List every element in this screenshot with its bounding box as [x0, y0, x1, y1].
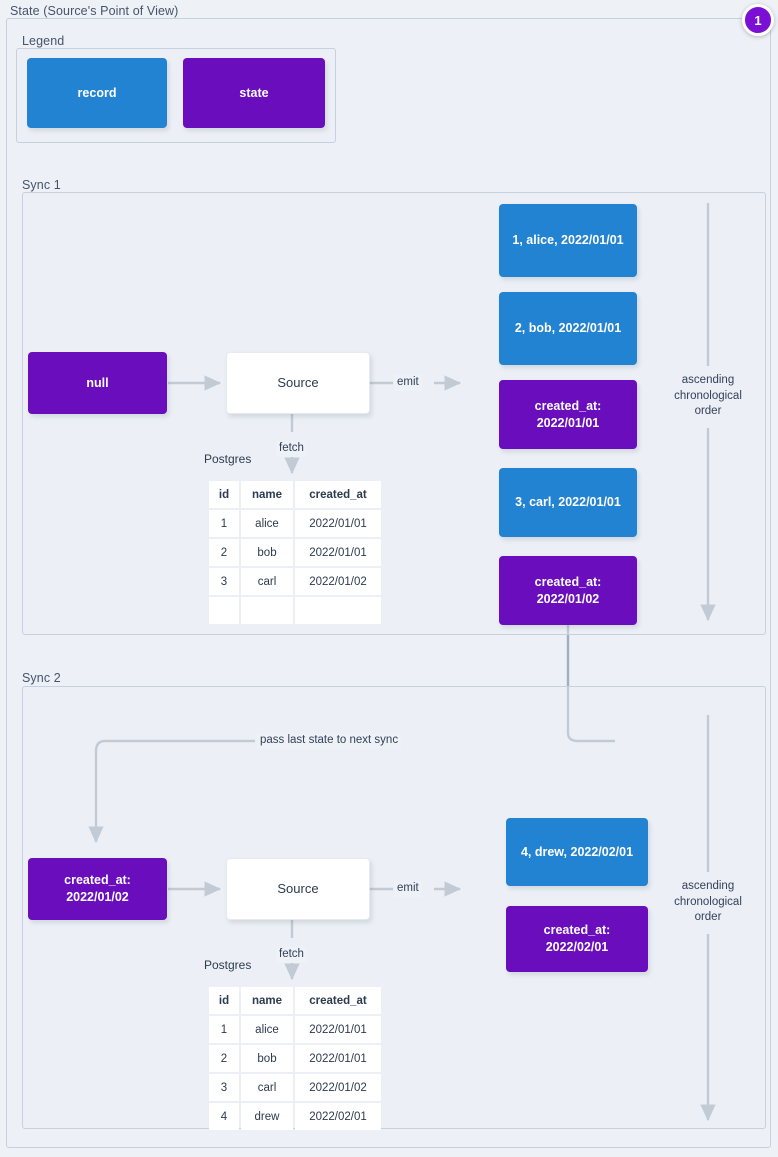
- cell-created-at: 2022/01/01: [295, 1016, 381, 1043]
- cell-created-at: 2022/01/01: [295, 510, 381, 537]
- cell-id: 3: [209, 1074, 239, 1101]
- cell-name: carl: [241, 1074, 293, 1101]
- sync1-db-caption: Postgres: [204, 452, 252, 466]
- sync1-emitted-state-1: created_at: 2022/01/01: [499, 380, 637, 449]
- cell-created-at: 2022/01/02: [295, 1074, 381, 1101]
- sync2-input-state: created_at: 2022/01/02: [28, 858, 167, 920]
- legend-item-state: state: [183, 58, 325, 128]
- cell-name: bob: [241, 539, 293, 566]
- table-row: 2 bob 2022/01/01: [209, 539, 381, 566]
- sync2-emitted-record-1: 4, drew, 2022/02/01: [506, 818, 648, 886]
- page-title: State (Source's Point of View): [10, 4, 179, 18]
- sync2-postgres-table: id name created_at 1 alice 2022/01/01 2 …: [207, 985, 383, 1132]
- sync1-fetch-label: fetch: [276, 441, 307, 457]
- sync1-input-state: null: [28, 352, 167, 414]
- sync2-db-caption: Postgres: [204, 958, 252, 972]
- cell-name: bob: [241, 1045, 293, 1072]
- sync1-source-label: Source: [277, 375, 319, 391]
- cell-created-at: 2022/02/01: [295, 1103, 381, 1130]
- sync1-emit-label: emit: [394, 375, 422, 391]
- sync1-source-node: Source: [226, 352, 370, 414]
- sync2-title: Sync 2: [22, 671, 61, 685]
- cell-id: 4: [209, 1103, 239, 1130]
- table-row: 3 carl 2022/01/02: [209, 1074, 381, 1101]
- table-header-row: id name created_at: [209, 987, 381, 1014]
- cell-id: 1: [209, 1016, 239, 1043]
- cell-id: 3: [209, 568, 239, 595]
- sync1-emitted-record-2: 2, bob, 2022/01/01: [499, 292, 637, 365]
- legend-item-state-label: state: [239, 85, 269, 100]
- sync2-order-label: ascending chronological order: [674, 880, 742, 924]
- cell-created-at: 2022/01/01: [295, 1045, 381, 1072]
- sync1-order-label: ascending chronological order: [674, 374, 742, 418]
- legend-item-record: record: [27, 58, 167, 128]
- table-header-row: id name created_at: [209, 481, 381, 508]
- step-badge: 1: [742, 4, 774, 36]
- cell-id: 2: [209, 539, 239, 566]
- cell-name: drew: [241, 1103, 293, 1130]
- cell-name: carl: [241, 568, 293, 595]
- table-row: 2 bob 2022/01/01: [209, 1045, 381, 1072]
- table-row-empty: [209, 597, 381, 624]
- column-header-id: id: [209, 987, 239, 1014]
- sync1-emitted-record-3: 3, carl, 2022/01/01: [499, 468, 637, 537]
- cell-created-at: [295, 597, 381, 624]
- column-header-id: id: [209, 481, 239, 508]
- cell-id: 1: [209, 510, 239, 537]
- table-row: 1 alice 2022/01/01: [209, 1016, 381, 1043]
- sync2-source-label: Source: [277, 881, 319, 897]
- cell-created-at: 2022/01/01: [295, 539, 381, 566]
- cell-id: [209, 597, 239, 624]
- column-header-created-at: created_at: [295, 987, 381, 1014]
- sync1-emitted-record-1: 1, alice, 2022/01/01: [499, 204, 637, 277]
- table-row: 4 drew 2022/02/01: [209, 1103, 381, 1130]
- sync1-postgres-table: id name created_at 1 alice 2022/01/01 2 …: [207, 479, 383, 626]
- legend-item-record-label: record: [77, 85, 117, 100]
- table-row: 3 carl 2022/01/02: [209, 568, 381, 595]
- column-header-name: name: [241, 481, 293, 508]
- sync1-input-state-label: null: [86, 375, 109, 390]
- cell-name: [241, 597, 293, 624]
- sync2-fetch-label: fetch: [276, 947, 307, 963]
- sync2-emit-label: emit: [394, 881, 422, 897]
- legend-title: Legend: [22, 34, 65, 48]
- pass-state-label: pass last state to next sync: [257, 733, 402, 749]
- sync1-emitted-state-2: created_at: 2022/01/02: [499, 556, 637, 625]
- sync2-source-node: Source: [226, 858, 370, 920]
- cell-name: alice: [241, 1016, 293, 1043]
- column-header-created-at: created_at: [295, 481, 381, 508]
- sync2-emitted-state-1: created_at: 2022/02/01: [506, 906, 648, 972]
- column-header-name: name: [241, 987, 293, 1014]
- table-row: 1 alice 2022/01/01: [209, 510, 381, 537]
- cell-name: alice: [241, 510, 293, 537]
- sync1-title: Sync 1: [22, 178, 61, 192]
- cell-id: 2: [209, 1045, 239, 1072]
- cell-created-at: 2022/01/02: [295, 568, 381, 595]
